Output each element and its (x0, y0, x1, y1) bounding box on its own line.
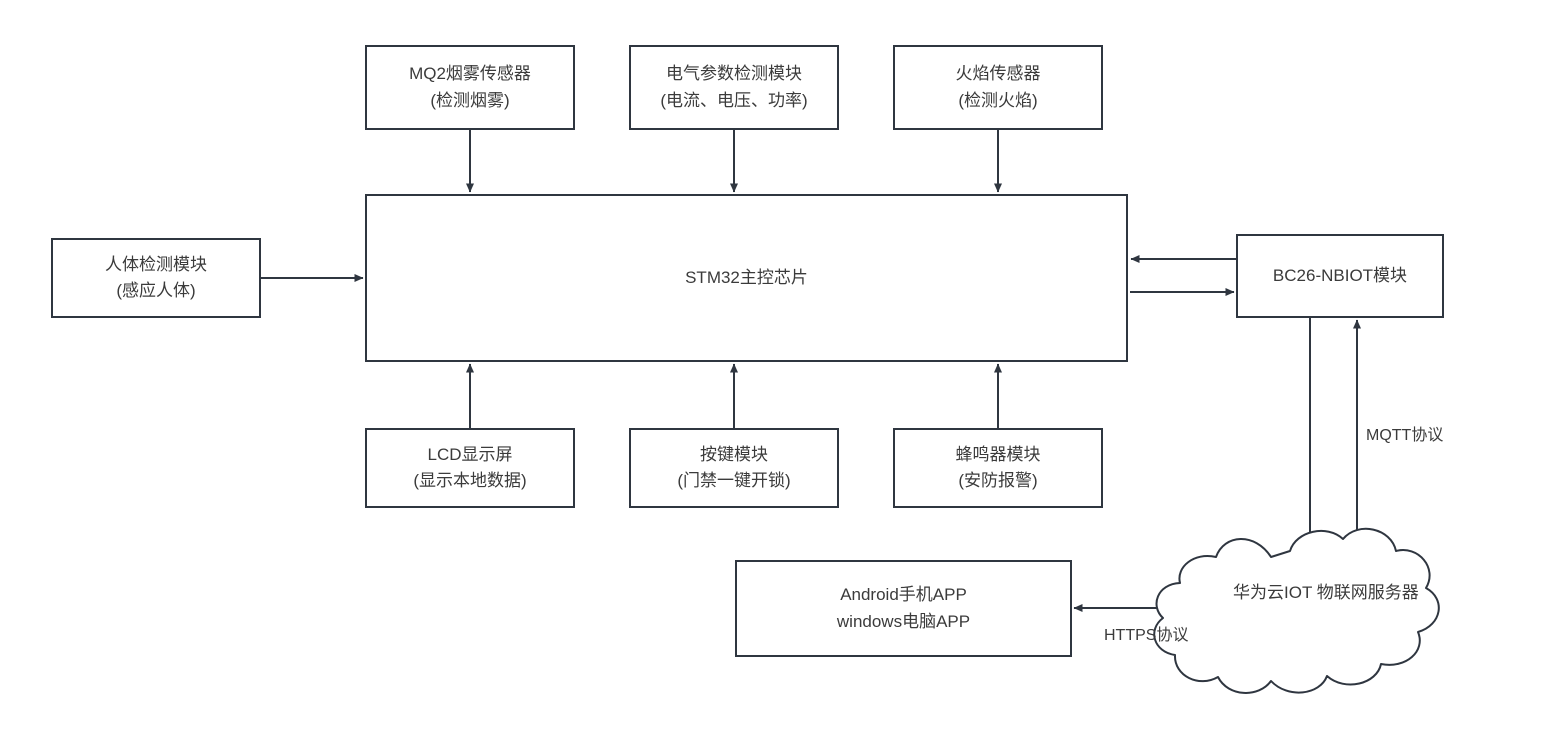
node-flame-sensor[interactable]: 火焰传感器 (检测火焰) (893, 45, 1103, 130)
node-lcd-line1: LCD显示屏 (427, 444, 513, 464)
edge-label-mqtt: MQTT协议 (1366, 427, 1444, 444)
node-nbiot[interactable]: BC26-NBIOT模块 (1236, 234, 1444, 318)
node-lcd[interactable]: LCD显示屏 (显示本地数据) (365, 428, 575, 508)
node-smoke-sensor-line1: MQ2烟雾传感器 (409, 64, 531, 84)
node-lcd-line2: (显示本地数据) (413, 471, 527, 490)
node-key-module-line1: 按键模块 (700, 444, 768, 464)
node-electric-param-line2: (电流、电压、功率) (660, 90, 808, 110)
node-electric-param-line1: 电气参数检测模块 (666, 64, 802, 84)
node-human-detect-line2: (感应人体) (116, 281, 196, 300)
node-key-module[interactable]: 按键模块 (门禁一键开锁) (629, 428, 839, 508)
node-flame-sensor-line1: 火焰传感器 (955, 64, 1041, 84)
node-key-module-line2: (门禁一键开锁) (677, 471, 791, 490)
node-apps-line2: windows电脑APP (836, 611, 971, 631)
node-smoke-sensor[interactable]: MQ2烟雾传感器 (检测烟雾) (365, 45, 575, 130)
node-cloud[interactable]: 华为云IOT 物联网服务器 (1233, 580, 1419, 606)
node-mcu-label: STM32主控芯片 (685, 267, 808, 287)
node-smoke-sensor-line2: (检测烟雾) (430, 90, 510, 110)
edge-label-https: HTTPS协议 (1104, 627, 1189, 644)
node-buzzer-line2: (安防报警) (958, 471, 1038, 490)
node-cloud-line1: 华为云IOT (1233, 583, 1313, 602)
node-apps[interactable]: Android手机APP windows电脑APP (735, 560, 1072, 657)
node-nbiot-label: BC26-NBIOT模块 (1272, 265, 1408, 285)
node-human-detect-line1: 人体检测模块 (105, 254, 207, 274)
node-human-detect[interactable]: 人体检测模块 (感应人体) (51, 238, 261, 318)
node-buzzer-line1: 蜂鸣器模块 (955, 444, 1041, 464)
node-apps-line1: Android手机APP (840, 585, 967, 605)
node-electric-param[interactable]: 电气参数检测模块 (电流、电压、功率) (629, 45, 839, 130)
node-buzzer[interactable]: 蜂鸣器模块 (安防报警) (893, 428, 1103, 508)
node-cloud-line2: 物联网服务器 (1316, 583, 1419, 602)
node-flame-sensor-line2: (检测火焰) (958, 90, 1038, 110)
cloud-shape (1153, 528, 1440, 694)
node-mcu[interactable]: STM32主控芯片 (365, 194, 1128, 362)
